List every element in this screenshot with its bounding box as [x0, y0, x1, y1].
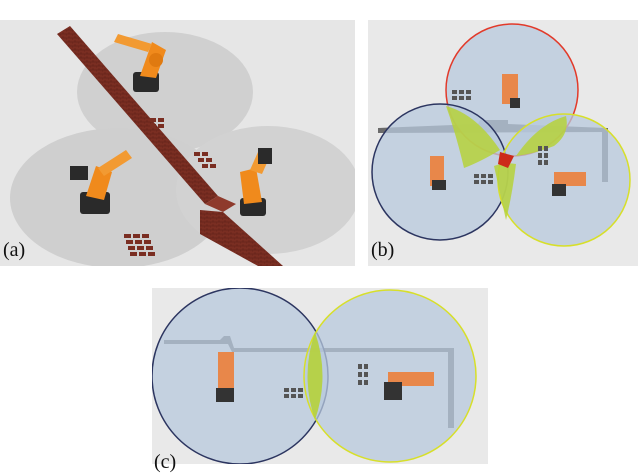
robot-arm: [384, 372, 434, 400]
robot-coverage-zone: [152, 288, 329, 464]
zone-overlap: [446, 106, 500, 168]
robot-arm: [114, 34, 166, 92]
robot-arm: [430, 156, 446, 190]
panel-c-top-view: [152, 288, 488, 464]
robot-arm: [240, 148, 272, 216]
platform-disk: [77, 32, 253, 152]
brick-wall: [200, 210, 283, 266]
panel-label-c: (c): [154, 451, 177, 473]
robot-arm: [216, 352, 234, 402]
brick-pallet: [150, 118, 164, 128]
panel-a-perspective-render: [0, 20, 355, 266]
brick-pallet: [194, 152, 216, 168]
robot-arm: [552, 172, 586, 196]
robot-arm: [70, 150, 132, 214]
panel-b-image: [368, 20, 638, 266]
brick-wall: [57, 26, 218, 204]
brick-pallet: [538, 146, 548, 165]
panel-label-a: (a): [3, 239, 26, 261]
panel-a-image: [0, 20, 355, 266]
brick-pallet: [124, 234, 155, 256]
robot-arm: [502, 74, 520, 108]
brick-pallet: [452, 90, 471, 100]
zone-overlap: [307, 332, 323, 420]
panel-c-image: [152, 288, 488, 464]
triple-overlap: [498, 152, 514, 168]
zone-overlap: [516, 116, 567, 156]
brick-pallet: [284, 388, 303, 398]
brick-pallet: [358, 364, 368, 385]
panel-b-top-view: [368, 20, 638, 266]
zone-overlap: [494, 163, 516, 220]
panel-label-b: (b): [371, 239, 395, 261]
brick-wall-corner: [205, 196, 236, 212]
brick-pallet: [474, 174, 493, 184]
